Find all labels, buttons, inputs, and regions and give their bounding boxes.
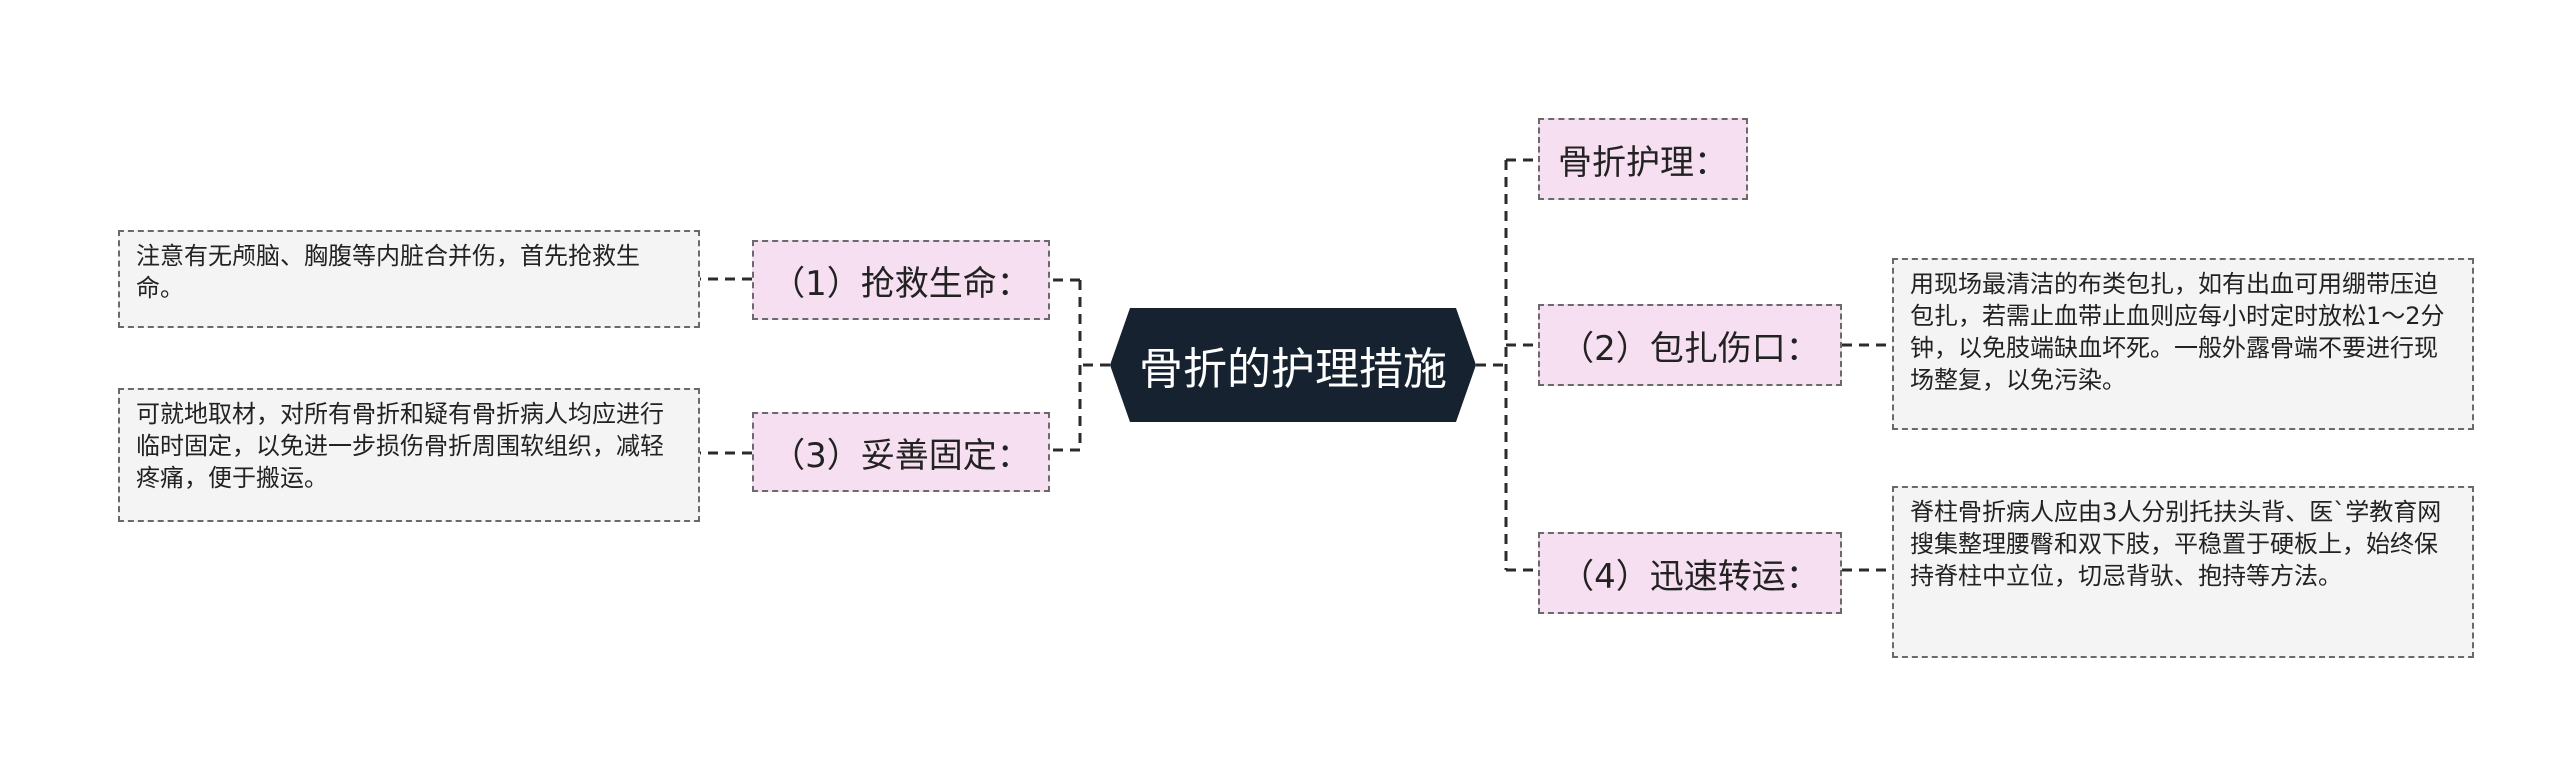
- branch-title[interactable]: 骨折护理：: [1538, 118, 1748, 200]
- leaf-fixation-detail[interactable]: 可就地取材，对所有骨折和疑有骨折病人均应进行临时固定，以免进一步损伤骨折周围软组…: [118, 388, 700, 522]
- branch-bandage[interactable]: （2）包扎伤口：: [1538, 304, 1842, 386]
- leaf-bandage-detail[interactable]: 用现场最清洁的布类包扎，如有出血可用绷带压迫包扎，若需止血带止血则应每小时定时放…: [1892, 258, 2474, 430]
- central-topic-label: 骨折的护理措施: [1139, 344, 1447, 395]
- leaf-rescue-detail[interactable]: 注意有无颅脑、胸腹等内脏合并伤，首先抢救生命。: [118, 230, 700, 328]
- branch-rescue[interactable]: （1）抢救生命：: [752, 240, 1050, 320]
- central-topic-shape: [1110, 308, 1476, 422]
- leaf-transfer-detail[interactable]: 脊柱骨折病人应由3人分别托扶头背、医`学教育网搜集整理腰臀和双下肢，平稳置于硬板…: [1892, 486, 2474, 658]
- branch-fixation[interactable]: （3）妥善固定：: [752, 412, 1050, 492]
- central-topic[interactable]: 骨折的护理措施: [1110, 308, 1476, 422]
- branch-transfer[interactable]: （4）迅速转运：: [1538, 532, 1842, 614]
